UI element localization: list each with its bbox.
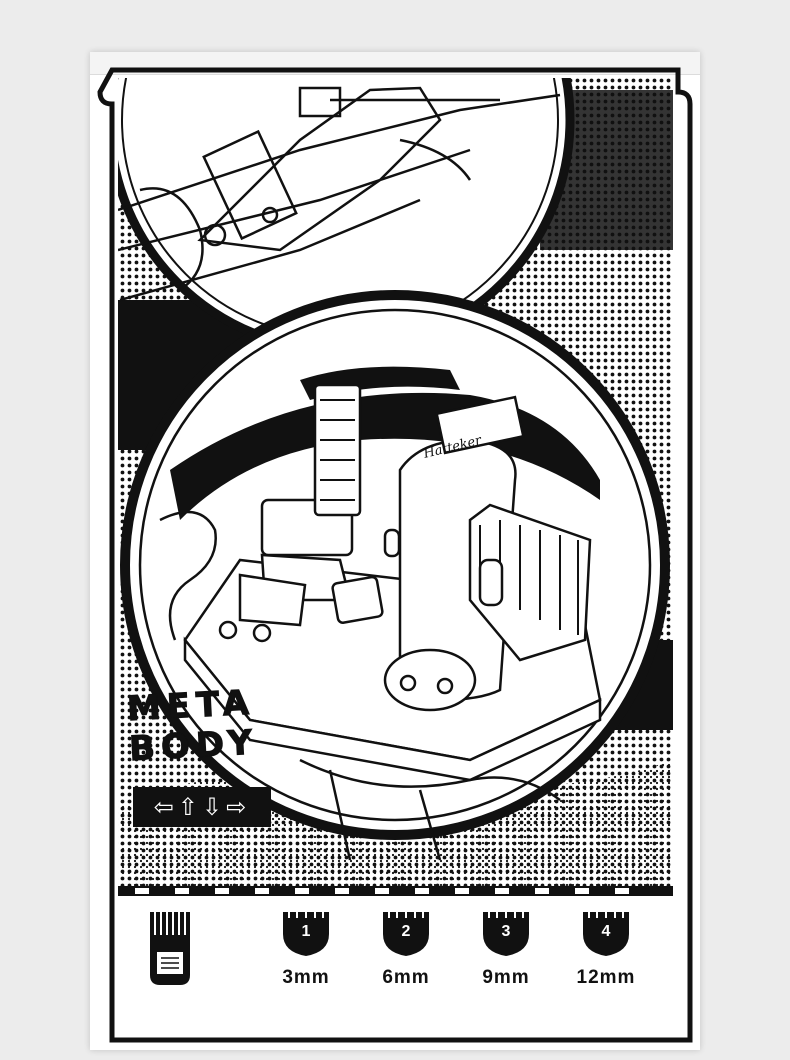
guide-comb-3-icon xyxy=(483,912,529,956)
guide-comb-number: 2 xyxy=(401,923,411,940)
guide-comb-large-icon xyxy=(150,912,190,985)
guide-comb-number: 1 xyxy=(301,923,311,940)
comb-band-border xyxy=(118,886,673,896)
trimmer-set-lineart xyxy=(183,383,602,782)
meta-body-badge: META BODY xyxy=(125,682,260,770)
guide-comb-size: 6mm xyxy=(382,967,430,988)
badge-line-1: META xyxy=(125,682,256,730)
comb-band-ticks xyxy=(135,888,629,894)
guide-comb-size: 12mm xyxy=(576,967,636,988)
guide-comb-4-icon xyxy=(583,912,629,956)
guide-comb-size: 9mm xyxy=(482,967,530,988)
trimmer-closeup-lineart xyxy=(118,86,561,302)
decorative-frame xyxy=(97,67,693,1043)
direction-arrows-panel: ⇦⇧⇩⇨ xyxy=(133,787,271,827)
guide-comb-number: 3 xyxy=(501,923,511,940)
badge-line-2: BODY xyxy=(128,722,260,770)
guide-comb-size: 3mm xyxy=(282,967,330,988)
guide-comb-number: 4 xyxy=(601,923,611,940)
guide-comb-sizes: 1 3mm 2 6mm 3 9mm 4 12mm xyxy=(118,905,668,1005)
guide-comb-2-icon xyxy=(383,912,429,956)
guide-comb-1-icon xyxy=(283,912,329,956)
